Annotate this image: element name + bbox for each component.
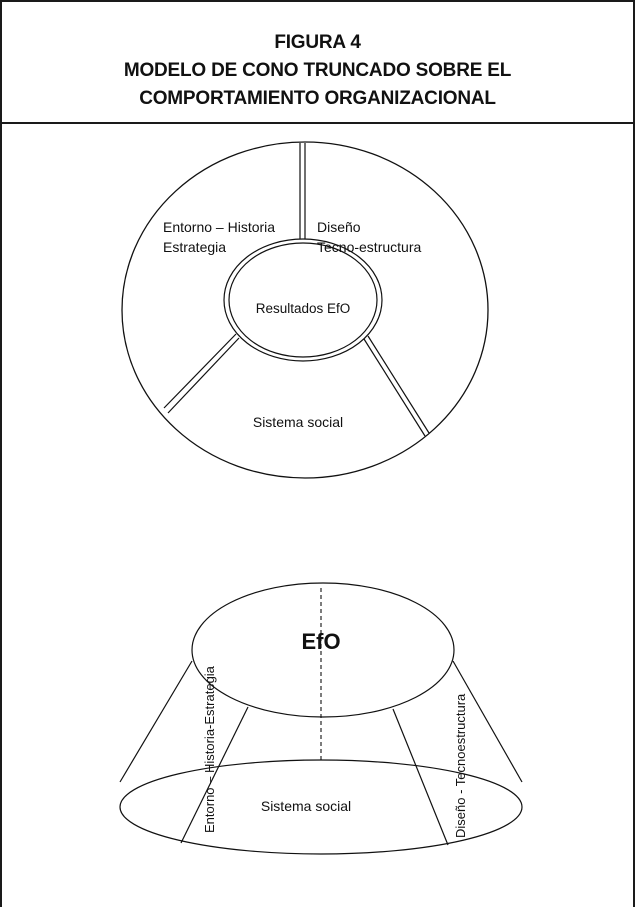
figure-number: FIGURA 4 <box>274 32 361 53</box>
divider-right <box>363 335 430 437</box>
cone-left-inner-line <box>180 706 249 844</box>
figure-title-line-1: MODELO DE CONO TRUNCADO SOBRE EL <box>123 60 512 81</box>
center-label: Resultados EfO <box>256 301 351 316</box>
cone-left-side-label: Entorno – Historia-Estrategia <box>202 665 217 833</box>
cone-right-inner-line <box>392 708 449 846</box>
inner-circle-inner-ring <box>228 242 378 358</box>
cone-top-label: EfO <box>301 629 340 654</box>
circle-model: Entorno – Historia Estrategia Diseño Tec… <box>121 141 489 479</box>
figure-title-line-2: COMPORTAMIENTO ORGANIZACIONAL <box>139 88 496 109</box>
cone-right-edge <box>452 660 523 783</box>
inner-circle-outer-ring <box>223 238 383 362</box>
segment-left-label-2: Estrategia <box>163 239 226 255</box>
cone-left-edge <box>119 660 193 783</box>
divider-left <box>163 333 240 414</box>
cone-model: EfO Sistema social Entorno – Historia-Es… <box>119 582 523 855</box>
segment-bottom-label: Sistema social <box>253 414 343 430</box>
cone-base-ellipse <box>119 759 523 855</box>
cone-top-ellipse <box>191 582 455 718</box>
cone-base-label: Sistema social <box>261 798 351 814</box>
segment-left-label-1: Entorno – Historia <box>163 219 275 235</box>
figure-header: FIGURA 4 MODELO DE CONO TRUNCADO SOBRE E… <box>2 2 633 124</box>
outer-ellipse <box>121 141 489 479</box>
divider-top <box>299 143 306 245</box>
segment-right-label-1: Diseño <box>317 219 361 235</box>
cone-right-side-label: Diseño - Tecnoestructura <box>453 693 468 838</box>
segment-right-label-2: Tecno-estructura <box>317 239 421 255</box>
